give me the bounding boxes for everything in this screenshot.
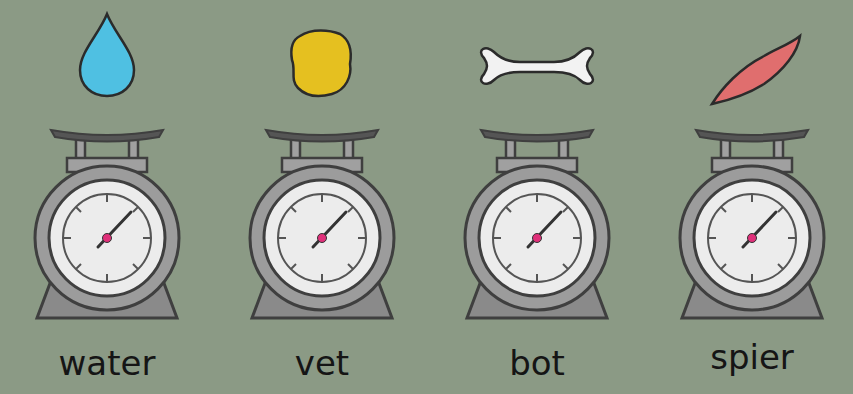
water-drop [80, 14, 134, 96]
item-label: vet [295, 346, 349, 380]
muscle [712, 36, 800, 104]
bone [481, 48, 593, 84]
weighing-scale [465, 130, 609, 318]
item-label: bot [509, 346, 565, 380]
fat-blob [291, 31, 350, 97]
weighing-scale [35, 130, 179, 318]
weighing-scale [680, 130, 824, 318]
weighing-scale [250, 130, 394, 318]
item-label: water [59, 346, 156, 380]
item-label: spier [710, 340, 794, 374]
